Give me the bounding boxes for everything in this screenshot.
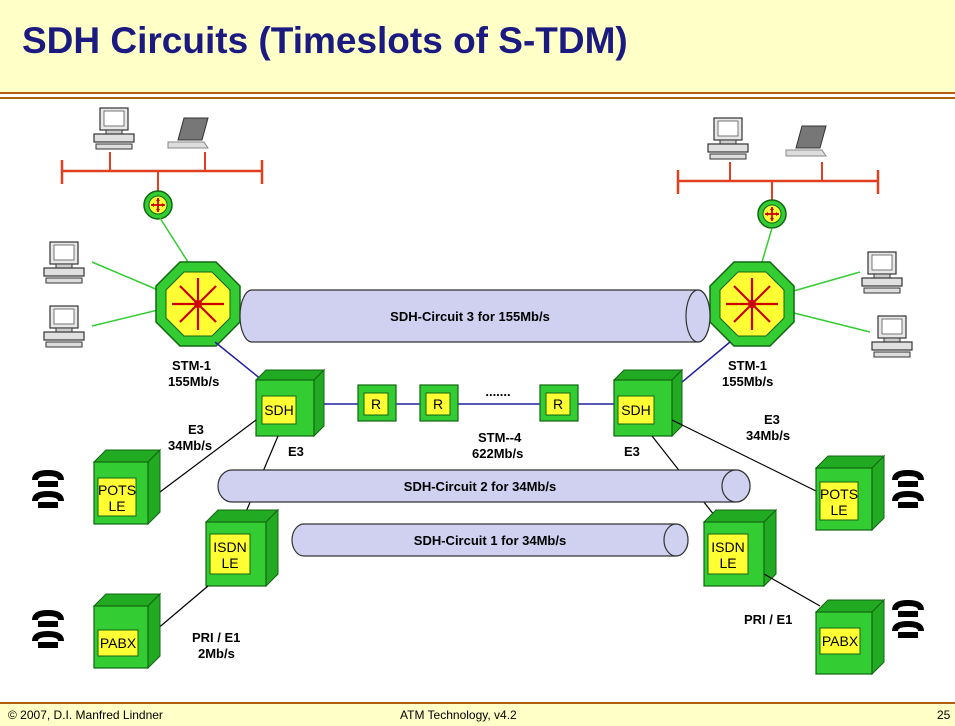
r-node-3: R: [539, 384, 579, 422]
e3-left-top-1: E3: [188, 422, 204, 437]
right-lan-pc-icon: [707, 117, 749, 160]
stm4-label-2: 622Mb/s: [472, 446, 523, 461]
sdh-left-label: SDH: [264, 402, 294, 418]
isdn-right-label-2: LE: [719, 555, 736, 571]
left-pc-1-icon: [43, 241, 85, 284]
right-pc-1-icon: [861, 251, 903, 294]
pabx-right: PABX: [814, 598, 886, 676]
e3-right-bottom: E3: [624, 444, 640, 459]
right-lan: [676, 162, 880, 200]
isdn-left-label-2: LE: [221, 555, 238, 571]
title-bar: SDH Circuits (Timeslots of S-TDM): [0, 0, 955, 94]
pots-right-label-1: POTS: [820, 486, 858, 502]
right-lan-laptop-icon: [785, 125, 827, 157]
pabx-right-label: PABX: [822, 633, 859, 649]
pabx-left-label: PABX: [100, 635, 137, 651]
e3-left-bottom: E3: [288, 444, 304, 459]
left-lan: [60, 152, 264, 192]
page-number: 25: [937, 708, 951, 722]
phone-pots-left-icon: [32, 470, 64, 508]
e3-right-top-2: 34Mb/s: [746, 428, 790, 443]
stm1-left-label-1: STM-1: [172, 358, 211, 373]
sdh-right-node: SDH: [612, 368, 684, 438]
isdn-left-label-1: ISDN: [213, 539, 246, 555]
e3-right-top-1: E3: [764, 412, 780, 427]
left-atm-switch-icon: [154, 260, 242, 348]
footer-center: ATM Technology, v4.2: [400, 708, 517, 722]
pri-left-label-2: 2Mb/s: [198, 646, 235, 661]
pri-left-label-1: PRI / E1: [192, 630, 240, 645]
r-node-2: R: [419, 384, 459, 422]
sdh-right-label: SDH: [621, 402, 651, 418]
isdn-right-label-1: ISDN: [711, 539, 744, 555]
pri-right-label: PRI / E1: [744, 612, 792, 627]
pabx-left: PABX: [92, 592, 162, 670]
slide-title: SDH Circuits (Timeslots of S-TDM): [22, 20, 628, 61]
sdh-circuit-3-pipe: SDH-Circuit 3 for 155Mb/s: [239, 289, 711, 343]
footer-copyright: © 2007, D.I. Manfred Lindner: [8, 708, 163, 722]
stm4-label-1: STM--4: [478, 430, 522, 445]
phone-pabx-right-icon: [892, 600, 924, 638]
pots-le-right: POTS LE: [814, 454, 886, 532]
right-atm-switch-icon: [708, 260, 796, 348]
r-chain-dots: .......: [485, 384, 510, 399]
e3-left-top-2: 34Mb/s: [168, 438, 212, 453]
left-lan-laptop-icon: [167, 117, 209, 149]
r-node-2-label: R: [433, 396, 443, 412]
pots-le-left: POTS LE: [92, 448, 162, 526]
r-node-1: R: [357, 384, 397, 422]
phone-pots-right-icon: [892, 470, 924, 508]
pots-left-label-2: LE: [108, 498, 125, 514]
r-node-1-label: R: [371, 396, 381, 412]
sdh-circuit-3-label: SDH-Circuit 3 for 155Mb/s: [390, 309, 550, 324]
left-router-icon: [143, 190, 173, 220]
stm1-right-label-1: STM-1: [728, 358, 767, 373]
title-divider: [0, 97, 955, 99]
sdh-circuit-2-pipe: SDH-Circuit 2 for 34Mb/s: [217, 469, 751, 503]
isdn-le-right: ISDN LE: [702, 508, 778, 588]
sdh-circuit-1-label: SDH-Circuit 1 for 34Mb/s: [414, 533, 566, 548]
left-lan-pc-icon: [93, 107, 135, 150]
sdh-left-node: SDH: [254, 368, 326, 438]
left-pc-2-icon: [43, 305, 85, 348]
right-router-icon: [757, 199, 787, 229]
sdh-circuit-2-label: SDH-Circuit 2 for 34Mb/s: [404, 479, 556, 494]
stm1-left-label-2: 155Mb/s: [168, 374, 219, 389]
stm1-right-label-2: 155Mb/s: [722, 374, 773, 389]
r-node-3-label: R: [553, 396, 563, 412]
isdn-le-left: ISDN LE: [204, 508, 280, 588]
right-pc-2-icon: [871, 315, 913, 358]
pots-left-label-1: POTS: [98, 482, 136, 498]
network-diagram: SDH-Circuit 3 for 155Mb/s SDH SDH R: [32, 107, 924, 676]
phone-pabx-left-icon: [32, 610, 64, 648]
pots-right-label-2: LE: [830, 502, 847, 518]
footer: © 2007, D.I. Manfred Lindner ATM Technol…: [0, 702, 955, 726]
sdh-circuit-1-pipe: SDH-Circuit 1 for 34Mb/s: [291, 523, 689, 557]
